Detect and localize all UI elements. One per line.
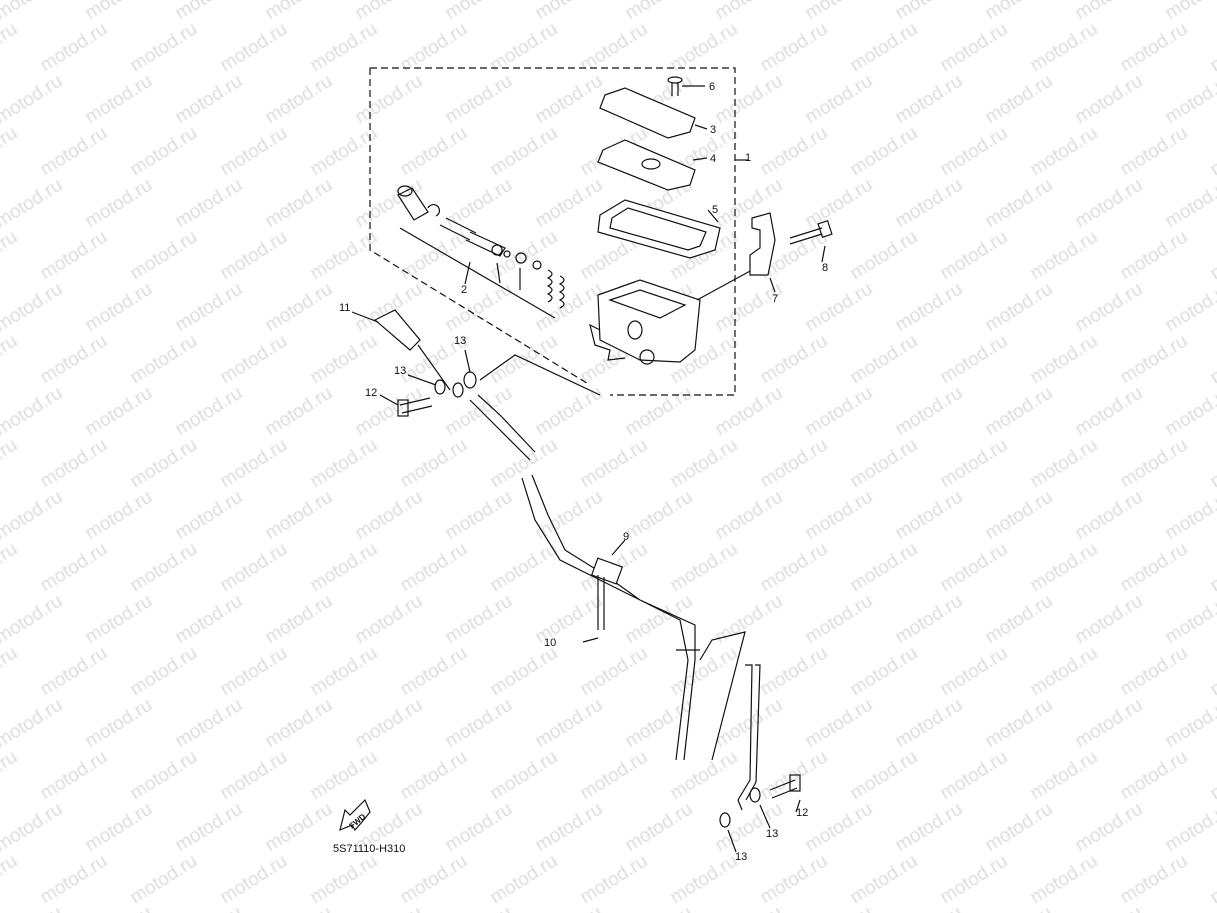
assembly-outline: [369, 67, 736, 396]
callout-13: 13: [394, 365, 407, 377]
callout-1: 1: [745, 152, 752, 164]
reservoir-cap: [599, 87, 696, 139]
diaphragm-plate: [597, 139, 696, 191]
callout-2: 2: [461, 284, 468, 296]
callout-8: 8: [822, 262, 829, 274]
callout-10: 10: [544, 637, 557, 649]
diaphragm: [597, 199, 721, 259]
callout-12: 12: [365, 387, 378, 399]
master-cylinder-body: [597, 279, 701, 363]
fwd-arrow-icon: FWD: [339, 798, 371, 832]
callout-3: 3: [710, 124, 717, 136]
callout-13: 13: [454, 335, 467, 347]
callout-9: 9: [623, 531, 630, 543]
banjo-boot: [373, 309, 421, 351]
brake-hose: [469, 394, 536, 461]
callout-12: 12: [796, 807, 809, 819]
diagram-code: 5S71110-H310: [333, 843, 406, 855]
screw-6: [667, 76, 705, 96]
clamp-holder: [749, 212, 776, 276]
callout-13: 13: [766, 828, 779, 840]
bolt-8: [789, 227, 823, 245]
callout-13: 13: [735, 851, 748, 863]
callout-5: 5: [712, 204, 719, 216]
callout-7: 7: [772, 293, 779, 305]
callout-4: 4: [710, 153, 717, 165]
callout-6: 6: [709, 81, 716, 93]
callout-11: 11: [339, 302, 351, 314]
bolt-12-lower: [769, 779, 798, 799]
piston-assembly: [397, 185, 565, 319]
